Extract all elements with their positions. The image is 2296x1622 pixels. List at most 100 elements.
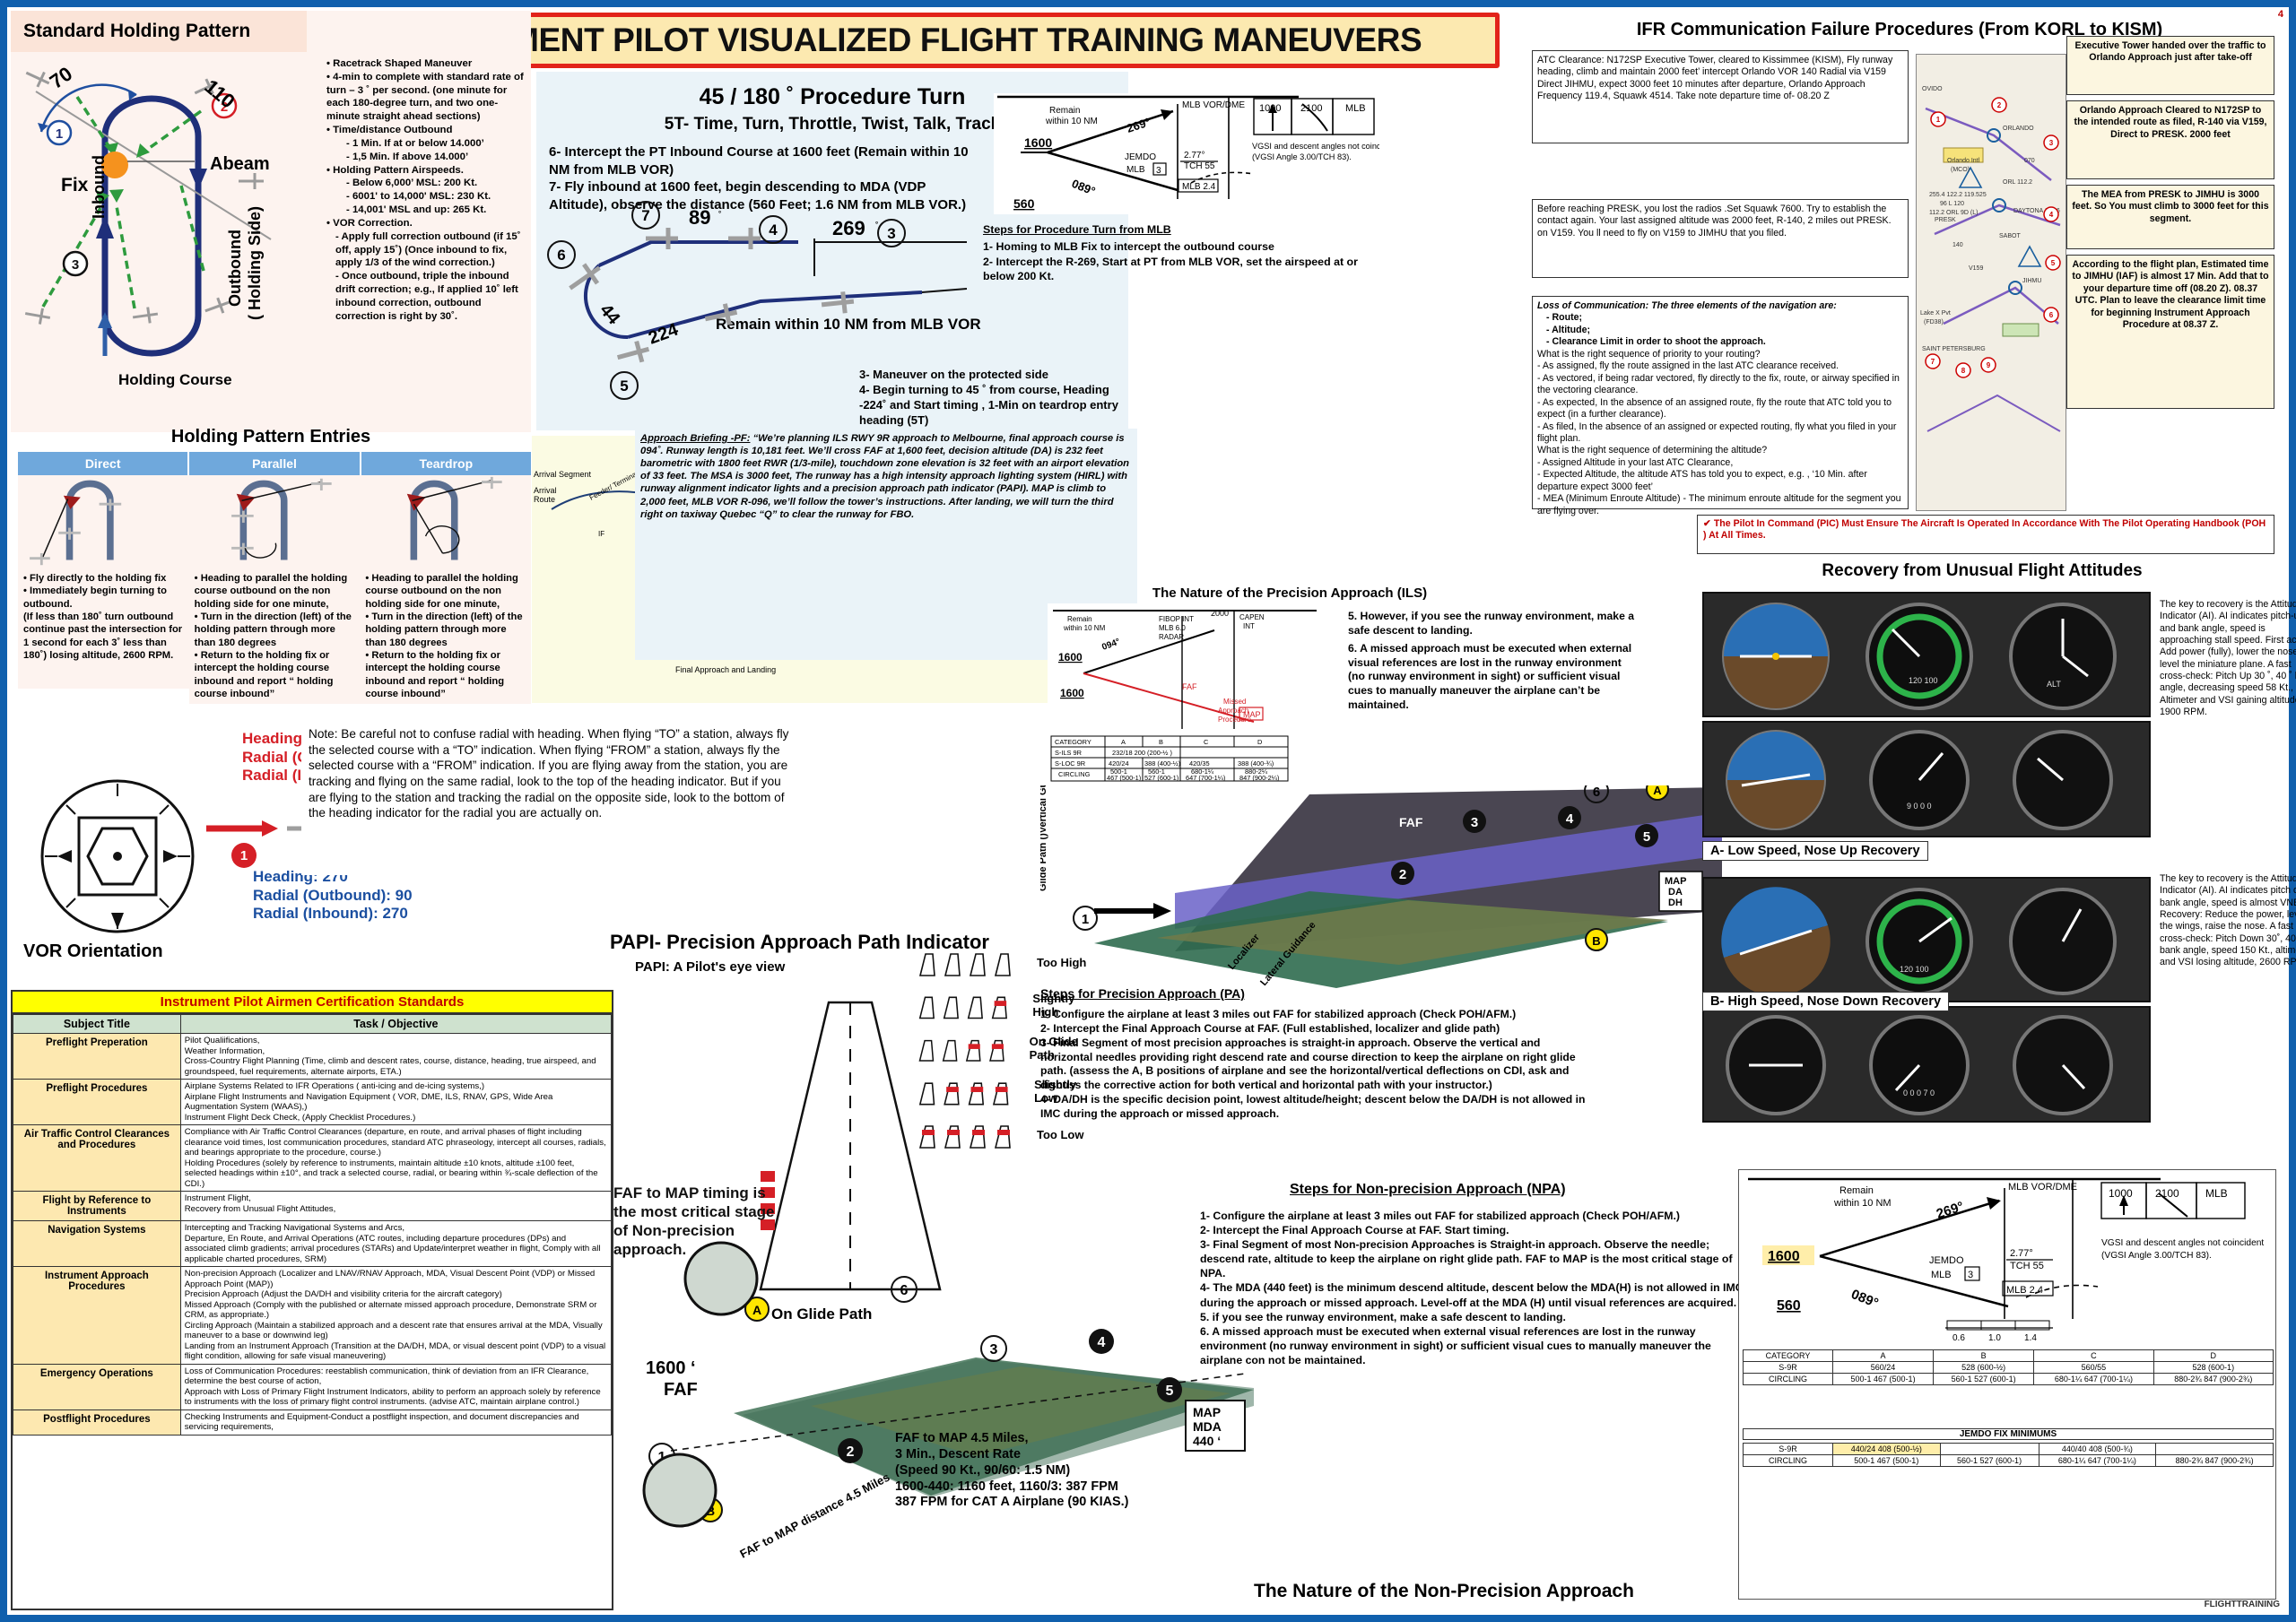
svg-text:MLB 2.4: MLB 2.4 xyxy=(2006,1285,2043,1296)
mins-cell: 560/24 xyxy=(1831,1361,1935,1374)
svg-text:2: 2 xyxy=(847,1444,855,1460)
ils-title: The Nature of the Precision Approach (IL… xyxy=(1152,585,1428,601)
npa-step: 1- Configure the airplane at least 3 mil… xyxy=(1200,1210,1681,1222)
mins-header: D xyxy=(2152,1349,2274,1362)
papi-light-rows: Too High Slightly High On Glide Path xyxy=(913,947,1101,1149)
standard-holding-pattern-panel: Standard Holding Pattern xyxy=(11,11,531,432)
svg-text:CAPEN: CAPEN xyxy=(1239,613,1265,621)
ils-note: 6. A missed approach must be executed wh… xyxy=(1348,641,1632,712)
mlb-steps-title: Steps for Procedure Turn from MLB xyxy=(983,223,1171,236)
enroute-chart: OVIDO ORLANDO PRESK JIHMU SAINT PETERSBU… xyxy=(1916,54,2066,511)
ils-note: 5. However, if you see the runway enviro… xyxy=(1348,610,1635,637)
svg-text:4: 4 xyxy=(1566,811,1574,827)
svg-text:269: 269 xyxy=(832,217,865,239)
mins-header: C xyxy=(2033,1349,2154,1362)
svg-text:089°: 089° xyxy=(1849,1287,1881,1311)
svg-text:2: 2 xyxy=(1399,867,1406,882)
papi-on-glide-path-caption: On Glide Path xyxy=(771,1305,873,1323)
svg-text:3: 3 xyxy=(1156,166,1161,176)
svg-text:1600: 1600 xyxy=(1058,651,1083,664)
teardrop-entry-diagram xyxy=(407,476,503,560)
svg-text:3: 3 xyxy=(1471,815,1478,830)
holding-bullet: - Once outbound, triple the inbound drif… xyxy=(335,271,518,322)
vor-orientation-title: VOR Orientation xyxy=(23,941,163,961)
papi-label-too-low: Too Low xyxy=(1037,1127,1084,1141)
enroute-chart-svg: OVIDO ORLANDO PRESK JIHMU SAINT PETERSBU… xyxy=(1917,55,2066,510)
svg-text:8: 8 xyxy=(1961,367,1966,375)
svg-text:within 10 NM: within 10 NM xyxy=(1063,624,1106,632)
npa-dist-line: 1600-440: 1160 feet, 1160/3: 387 FPM xyxy=(895,1479,1118,1494)
table-row: S-9R 560/24 528 (600-½) 560/55 528 (600-… xyxy=(1743,1361,2274,1374)
recovery-label-a: A- Low Speed, Nose Up Recovery xyxy=(1702,841,1928,861)
svg-text:MAP: MAP xyxy=(1665,876,1686,887)
corner-page-number: 4 xyxy=(2277,9,2283,20)
svg-text:7: 7 xyxy=(1931,358,1935,366)
npa-steps-list: 1- Configure the airplane at least 3 mil… xyxy=(1200,1209,1747,1367)
radial-vs-heading-note: Note: Be careful not to confuse radial w… xyxy=(301,724,804,875)
mins-cell: 560/55 xyxy=(2033,1361,2154,1374)
svg-text:MLB 6.0: MLB 6.0 xyxy=(1159,624,1186,632)
acs-subject: Flight by Reference to Instruments xyxy=(13,1191,181,1221)
loss-seq: - As expected, In the absence of an assi… xyxy=(1537,396,1892,421)
svg-text:1600: 1600 xyxy=(1768,1249,1800,1264)
svg-text:232/18 200 (200-½ ): 232/18 200 (200-½ ) xyxy=(1112,749,1172,757)
acs-title: Instrument Pilot Airmen Certification St… xyxy=(13,992,612,1014)
svg-text:6: 6 xyxy=(1593,785,1600,800)
entry-header-parallel: Parallel xyxy=(189,452,361,475)
mins-cell: 528 (600-½) xyxy=(1933,1361,2035,1374)
procedure-turn-lower-steps: 3- Maneuver on the protected side 4- Beg… xyxy=(859,368,1128,430)
parallel-entry-diagram xyxy=(230,478,332,560)
svg-text:420/24: 420/24 xyxy=(1109,759,1129,768)
svg-text:DH: DH xyxy=(1668,898,1683,908)
acs-task: Checking Instruments and Equipment-Condu… xyxy=(179,1409,612,1436)
mlb-steps-block: Steps for Procedure Turn from MLB 1- Hom… xyxy=(983,222,1378,284)
npa-dist-line: 387 FPM for CAT A Airplane (90 KIAS.) xyxy=(895,1495,1129,1510)
holding-bullet: - Apply full correction outbound (if 15˚… xyxy=(335,230,521,269)
svg-text:112.2 ORL 9D (L): 112.2 ORL 9D (L) xyxy=(1929,210,1978,216)
mins-header: A xyxy=(1831,1349,1935,1362)
holding-bullet: • Holding Pattern Airspeeds. xyxy=(326,164,464,176)
holding-bullet: • Racetrack Shaped Maneuver xyxy=(326,58,473,69)
svg-text:4: 4 xyxy=(1098,1335,1106,1350)
svg-text:1600: 1600 xyxy=(1060,687,1084,699)
svg-text:IF: IF xyxy=(598,530,604,538)
svg-text:S-ILS 9R: S-ILS 9R xyxy=(1055,749,1082,757)
acs-task: Loss of Communication Procedures: reesta… xyxy=(179,1363,612,1410)
entry-text-parallel: • Heading to parallel the holding course… xyxy=(188,568,361,705)
presk-text: Before reaching PRESK, you lost the radi… xyxy=(1537,204,1892,239)
svg-text:1: 1 xyxy=(1082,912,1089,927)
holding-bullet: - 6001' to 14,000' MSL: 230 Kt. xyxy=(346,191,491,203)
poster-root: INSTRUMENT PILOT VISUALIZED FLIGHT TRAIN… xyxy=(7,7,2296,1615)
svg-text:2: 2 xyxy=(1997,101,2002,109)
svg-text:2100: 2100 xyxy=(1300,103,1322,114)
holding-bullet: • Time/distance Outbound xyxy=(326,125,453,136)
svg-text:560: 560 xyxy=(1013,196,1035,211)
svg-text:TCH 55: TCH 55 xyxy=(1184,161,1215,171)
svg-text:3: 3 xyxy=(2049,139,2054,147)
table-row: CATEGORY A B C D xyxy=(1743,1349,2274,1362)
unusual-attitude-panel-b-row1: 120 100 xyxy=(1702,877,2151,1002)
svg-text:9: 9 xyxy=(1987,361,1991,369)
svg-text:CIRCLING: CIRCLING xyxy=(1058,770,1091,778)
gauge-row-b1: 120 100 xyxy=(1721,887,2117,996)
mins-cell: 560-1 527 (600-1) xyxy=(1933,1373,2035,1385)
table-row: Preflight Procedures Airplane Systems Re… xyxy=(13,1079,612,1125)
svg-text:MAP: MAP xyxy=(1243,710,1261,719)
loss-seq: - As filed, In the absence of an assigne… xyxy=(1537,421,1897,444)
holding-bullet: • VOR Correction. xyxy=(326,217,413,229)
acs-table: Subject Title Task / Objective Preflight… xyxy=(13,1014,612,1436)
acs-subject: Emergency Operations xyxy=(13,1363,181,1410)
svg-text:2: 2 xyxy=(221,100,228,115)
table-row: CIRCLING 500-1 467 (500-1) 560-1 527 (60… xyxy=(1743,1454,2274,1467)
svg-text:within 10 NM: within 10 NM xyxy=(1045,117,1098,126)
papi-row: Slightly Low xyxy=(913,1076,1101,1106)
gauge-row-b2: 0 0 0 7 0 xyxy=(1726,1015,2113,1115)
heading-indicator-icon xyxy=(40,779,195,933)
svg-text:Lake X Pvt: Lake X Pvt xyxy=(1920,310,1951,317)
unusual-attitude-panel-a-row2: 9 0 0 0 xyxy=(1702,721,2151,837)
svg-text:44: 44 xyxy=(596,300,624,329)
mlb-step: 1- Homing to MLB Fix to intercept the ou… xyxy=(983,240,1274,254)
svg-text:FIBOP INT: FIBOP INT xyxy=(1159,615,1194,623)
